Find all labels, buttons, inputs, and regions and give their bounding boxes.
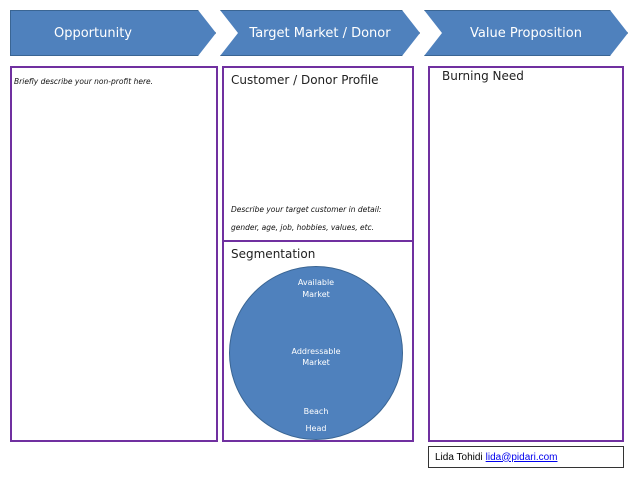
addressable-market-label-line2: Market bbox=[302, 358, 330, 367]
step-opportunity-label: Opportunity bbox=[53, 25, 132, 41]
available-market-label-line2: Market bbox=[302, 290, 330, 299]
step-target-market-label: Target Market / Donor bbox=[249, 25, 391, 41]
author-name: Lida Tohidi bbox=[435, 451, 483, 463]
customer-profile-hint-line2: gender, age, job, hobbies, values, etc. bbox=[231, 223, 375, 232]
author-credit: Lida Tohidi lida@pidari.com bbox=[428, 446, 624, 468]
segmentation-title: Segmentation bbox=[231, 247, 316, 261]
segmentation-box: Segmentation bbox=[222, 240, 414, 442]
author-email-link[interactable]: lida@pidari.com bbox=[485, 451, 558, 463]
beach-head-label-line1: Beach bbox=[303, 407, 329, 416]
segmentation-circle: Available Market Addressable Market Beac… bbox=[229, 266, 403, 440]
step-target-market: Target Market / Donor bbox=[220, 10, 420, 56]
customer-profile-box: Customer / Donor Profile Describe your t… bbox=[222, 66, 414, 242]
step-value-proposition-label: Value Proposition bbox=[470, 25, 582, 41]
available-market-label-line1: Available bbox=[297, 278, 335, 287]
addressable-market-label-line1: Addressable bbox=[291, 347, 341, 356]
beach-head-label-line2: Head bbox=[305, 424, 327, 433]
opportunity-box: Briefly describe your non-profit here. bbox=[10, 66, 218, 442]
opportunity-hint: Briefly describe your non-profit here. bbox=[14, 77, 154, 86]
burning-need-title: Burning Need bbox=[442, 69, 524, 83]
customer-profile-hint-line1: Describe your target customer in detail: bbox=[231, 205, 382, 214]
customer-profile-title: Customer / Donor Profile bbox=[231, 73, 379, 87]
step-value-proposition: Value Proposition bbox=[424, 10, 628, 56]
step-opportunity: Opportunity bbox=[10, 10, 216, 56]
burning-need-box: Burning Need bbox=[428, 66, 624, 442]
